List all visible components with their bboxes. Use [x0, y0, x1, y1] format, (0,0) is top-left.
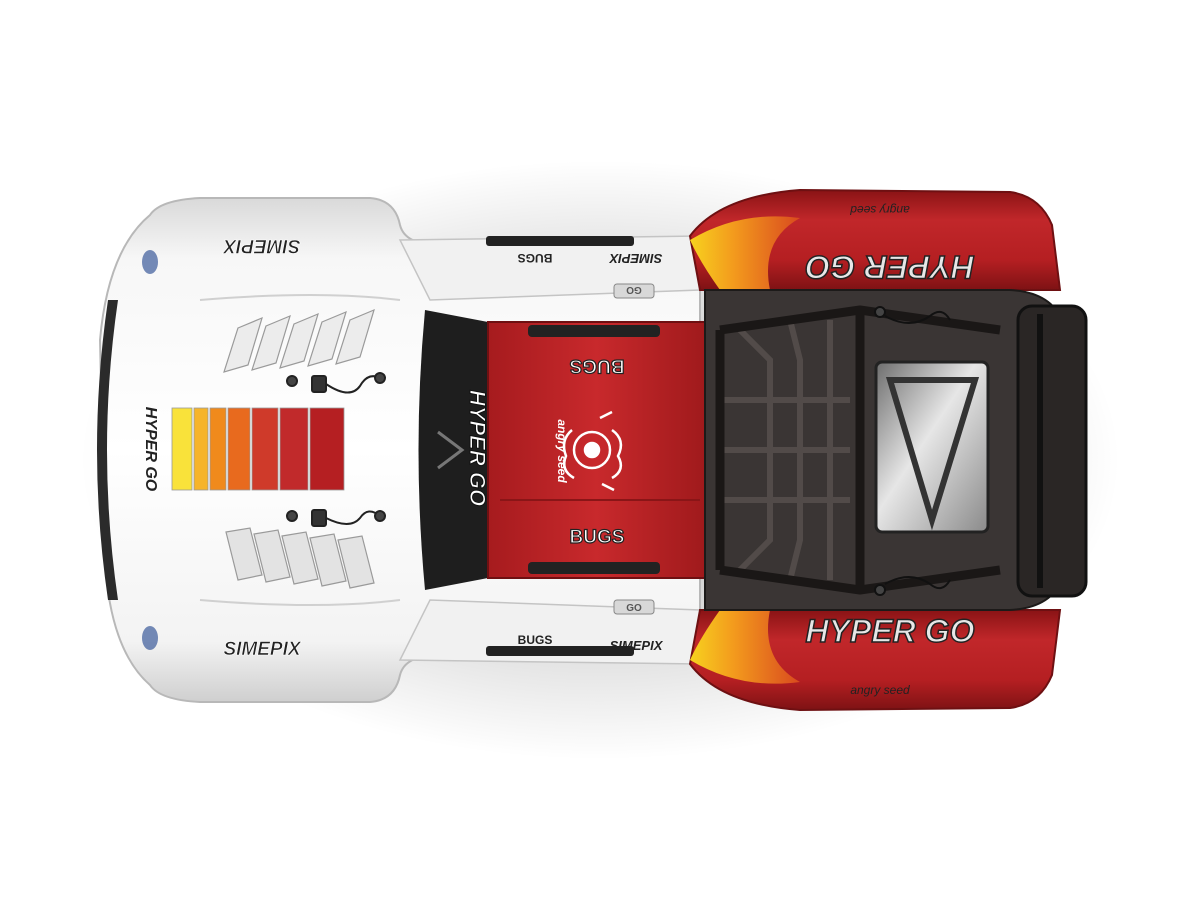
svg-text:GO: GO [626, 284, 642, 295]
rear-fender-bottom [688, 609, 1062, 712]
angry-seed-roof-label: angry seed [555, 419, 569, 483]
hyper-go-hood-decal: HYPER GO [142, 407, 159, 492]
simepix-side-top: SIMEPIX [608, 251, 662, 266]
roll-cage [715, 305, 1001, 595]
headlight-right [142, 626, 158, 650]
simepix-logo-front-bottom: SIMEPIX [223, 639, 301, 660]
roof-rail-bottom [528, 562, 660, 574]
svg-text:GO: GO [626, 603, 642, 614]
side-strip-bottom [486, 646, 634, 656]
rear-glass-panel [874, 360, 990, 534]
hood-pin-bottom [286, 509, 386, 527]
side-strip-top [486, 236, 634, 246]
windshield [418, 310, 488, 590]
chassis-ribs [720, 319, 850, 581]
wiper-chevron [437, 430, 465, 470]
bugs-side-top: BUGS [518, 251, 553, 265]
flame-top [690, 216, 800, 290]
angry-seed-fender-bottom: angry seed [850, 683, 910, 697]
bugs-roof-top: BUGS [570, 355, 625, 376]
rear-fender-top [688, 188, 1062, 291]
hyper-go-fender-bottom: HYPER GO [806, 613, 975, 649]
simepix-side-bottom: SIMEPIX [610, 638, 664, 653]
flame-bottom [690, 610, 800, 684]
hood-color-stripes [171, 407, 345, 491]
rear-bumper [1016, 304, 1088, 598]
hood-crease-bottom [199, 599, 401, 606]
headlight-left [142, 250, 158, 274]
bugs-side-bottom: BUGS [518, 633, 553, 647]
hyper-go-fender-top: HYPER GO [805, 249, 974, 285]
roof-rail-top [528, 325, 660, 337]
angry-seed-mascot [562, 410, 623, 492]
hyper-go-roof-decal: HYPER GO [465, 390, 490, 506]
rear-glass-triangle [885, 377, 980, 531]
simepix-logo-front-top: SIMEPIX [222, 235, 300, 256]
body-clip-rear-top [874, 306, 951, 324]
angry-seed-fender-top: angry seed [850, 203, 910, 217]
hood-pin-top [286, 372, 386, 394]
body-clip-rear-bottom [874, 576, 951, 596]
go-badge-top: GO [613, 283, 655, 299]
go-badge-bottom: GO [613, 599, 655, 615]
hood-crease-top [199, 294, 401, 301]
front-grille [97, 300, 118, 600]
hood-vents-top [223, 308, 375, 373]
hood-vents-bottom [225, 527, 375, 589]
bugs-roof-bottom: BUGS [570, 527, 625, 548]
